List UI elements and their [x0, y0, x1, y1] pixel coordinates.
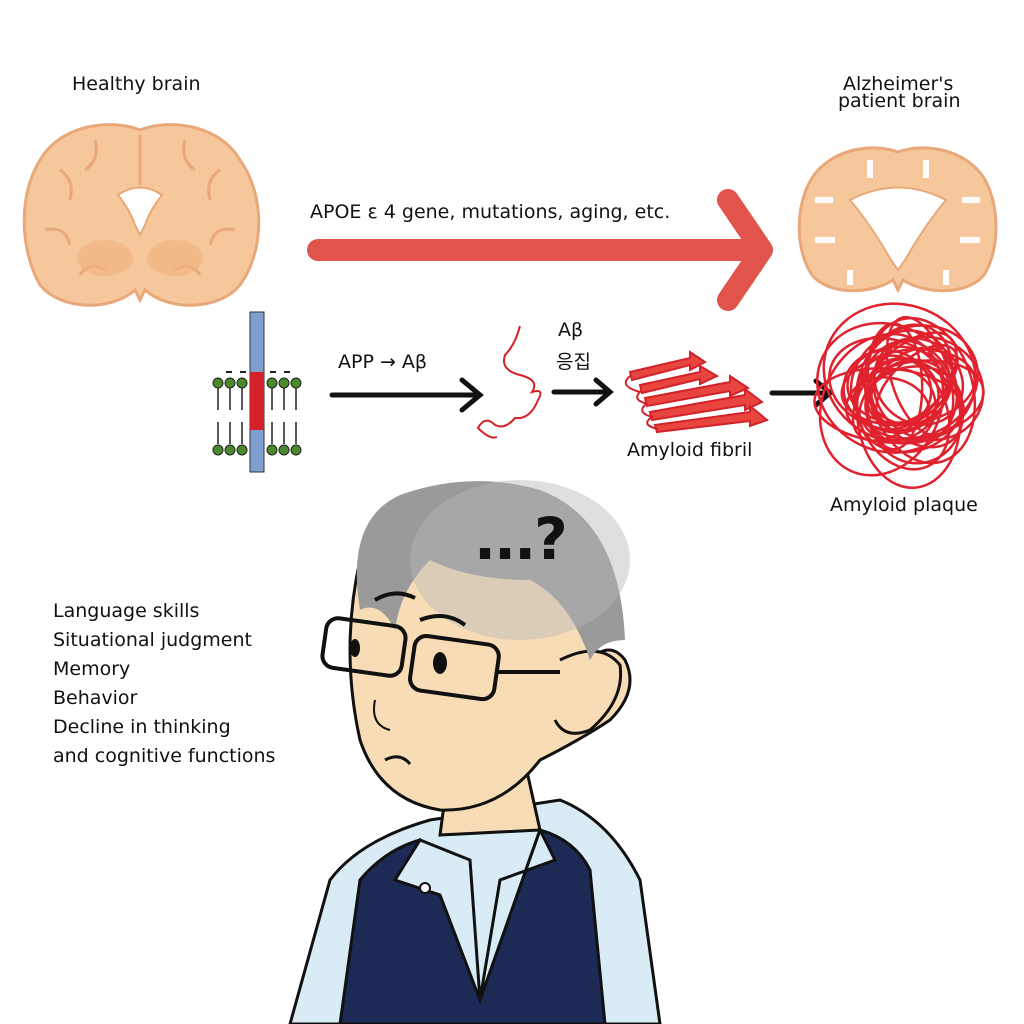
plaque-strand — [875, 343, 959, 426]
amyloid-fibril-image — [624, 350, 770, 434]
amyloid-plaque-image — [813, 302, 985, 490]
cell-membrane-image — [212, 311, 302, 473]
symptom-item: Decline in thinking — [53, 716, 231, 738]
symptom-item: Situational judgment — [53, 629, 252, 651]
app-to-abeta-label: APP → Aβ — [338, 351, 428, 373]
confused-man-illustration — [288, 480, 662, 1024]
progression-arrow — [307, 189, 773, 311]
abeta-monomer — [476, 325, 542, 439]
alzheimers-brain-image — [797, 146, 998, 294]
healthy-brain-image — [22, 123, 261, 307]
plaque-strand — [855, 323, 954, 443]
symptom-item: and cognitive functions — [53, 745, 276, 767]
causes-label: APOE ε 4 gene, mutations, aging, etc. — [310, 201, 671, 223]
plaque-strand — [885, 315, 955, 437]
plaque-strand — [852, 376, 931, 434]
aggregation-label: 응집 — [556, 351, 591, 373]
alz-brain-label-1: Alzheimer's — [843, 73, 954, 95]
confusion-mark: ...? — [474, 505, 568, 573]
plaque-strand — [872, 335, 985, 442]
plaque-strand — [855, 339, 962, 490]
healthy-brain-label: Healthy brain — [72, 73, 201, 95]
symptom-item: Language skills — [53, 600, 200, 622]
plaque-label: Amyloid plaque — [830, 494, 978, 516]
symptom-list: Language skills Situational judgment Mem… — [53, 597, 275, 771]
alz-brain-label-2: patient brain — [838, 90, 961, 112]
symptom-item: Behavior — [53, 687, 138, 709]
fibril-label: Amyloid fibril — [627, 439, 753, 461]
symptom-item: Memory — [53, 658, 131, 680]
abeta-label: Aβ — [558, 319, 584, 341]
